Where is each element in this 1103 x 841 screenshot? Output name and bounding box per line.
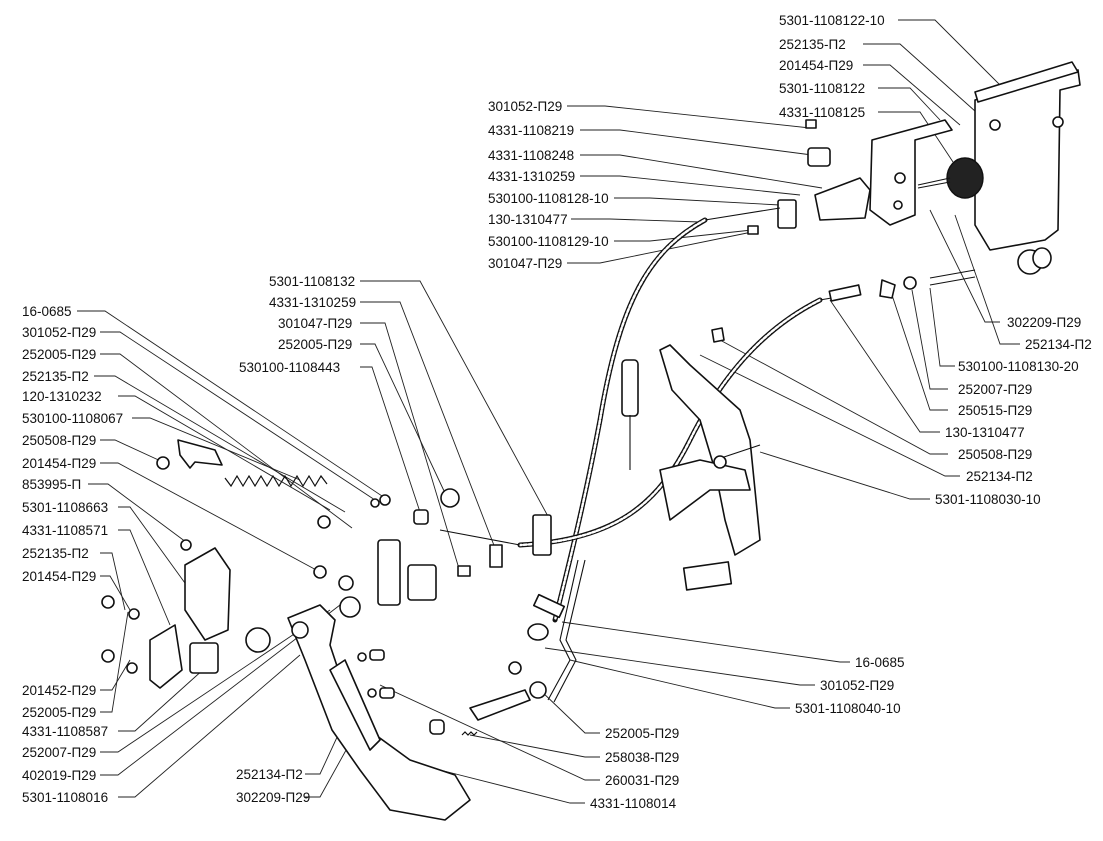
label: 201454-П29 — [779, 58, 853, 73]
cables — [439, 207, 861, 623]
bracket-plate — [869, 119, 953, 226]
label: 252005-П29 — [22, 705, 96, 720]
label: 250515-П29 — [958, 403, 1032, 418]
label: 5301-1108030-10 — [935, 492, 1041, 507]
label: 4331-1108125 — [779, 105, 865, 120]
label: 16-0685 — [855, 655, 905, 670]
label: 5301-1108663 — [22, 500, 108, 515]
label: 5301-1108122 — [779, 81, 865, 96]
label: 4331-1310259 — [488, 169, 575, 184]
label: 252005-П29 — [278, 337, 352, 352]
label: 5301-1108040-10 — [795, 701, 901, 716]
label: 252135-П2 — [22, 546, 89, 561]
cable-end-right — [711, 269, 976, 343]
label: 530100-1108067 — [22, 411, 123, 426]
label: 252134-П2 — [1025, 337, 1092, 352]
middle-hardware — [370, 488, 552, 577]
label: 130-1310477 — [945, 425, 1025, 440]
labels: 5301-1108122-10 252135-П2 201454-П29 530… — [22, 13, 1092, 811]
label: 4331-1108219 — [488, 123, 574, 138]
label: 302209-П29 — [1007, 315, 1081, 330]
label: 252005-П29 — [605, 726, 679, 741]
lever-assembly — [621, 344, 761, 591]
leader-lines — [77, 19, 1020, 804]
label: 201454-П29 — [22, 569, 96, 584]
label: 301047-П29 — [488, 256, 562, 271]
label: 4331-1108248 — [488, 148, 574, 163]
label: 260031-П29 — [605, 773, 679, 788]
label: 252134-П2 — [236, 767, 303, 782]
clamp-group — [101, 439, 437, 689]
label: 258038-П29 — [605, 750, 679, 765]
foot-pedal — [287, 604, 471, 821]
label: 201454-П29 — [22, 456, 96, 471]
label: 4331-1108587 — [22, 724, 108, 739]
label: 5301-1108132 — [269, 274, 355, 289]
label: 853995-П — [22, 477, 81, 492]
label: 252005-П29 — [22, 347, 96, 362]
label: 250508-П29 — [958, 447, 1032, 462]
label: 5301-1108122-10 — [779, 13, 885, 28]
label: 252135-П2 — [779, 37, 846, 52]
knob — [917, 157, 984, 199]
label: 530100-1108443 — [239, 360, 340, 375]
label: 301052-П29 — [22, 325, 96, 340]
label: 16-0685 — [22, 304, 72, 319]
small-parts-top — [747, 119, 871, 235]
bracket-top-right — [974, 61, 1081, 275]
label: 302209-П29 — [236, 790, 310, 805]
label: 252135-П2 — [22, 369, 89, 384]
label: 301047-П29 — [278, 316, 352, 331]
label: 530100-1108129-10 — [488, 234, 609, 249]
centre-lever — [429, 559, 586, 736]
label: 402019-П29 — [22, 768, 96, 783]
label: 130-1310477 — [488, 212, 568, 227]
label: 4331-1108571 — [22, 523, 108, 538]
label: 252007-П29 — [22, 745, 96, 760]
label: 201452-П29 — [22, 683, 96, 698]
label: 5301-1108016 — [22, 790, 108, 805]
label: 250508-П29 — [22, 433, 96, 448]
label: 301052-П29 — [488, 99, 562, 114]
label: 301052-П29 — [820, 678, 894, 693]
label: 4331-1310259 — [269, 295, 356, 310]
label: 252134-П2 — [966, 469, 1033, 484]
label: 120-1310232 — [22, 389, 102, 404]
label: 252007-П29 — [958, 382, 1032, 397]
label: 530100-1108130-20 — [958, 359, 1079, 374]
label: 4331-1108014 — [590, 796, 677, 811]
label: 530100-1108128-10 — [488, 191, 609, 206]
